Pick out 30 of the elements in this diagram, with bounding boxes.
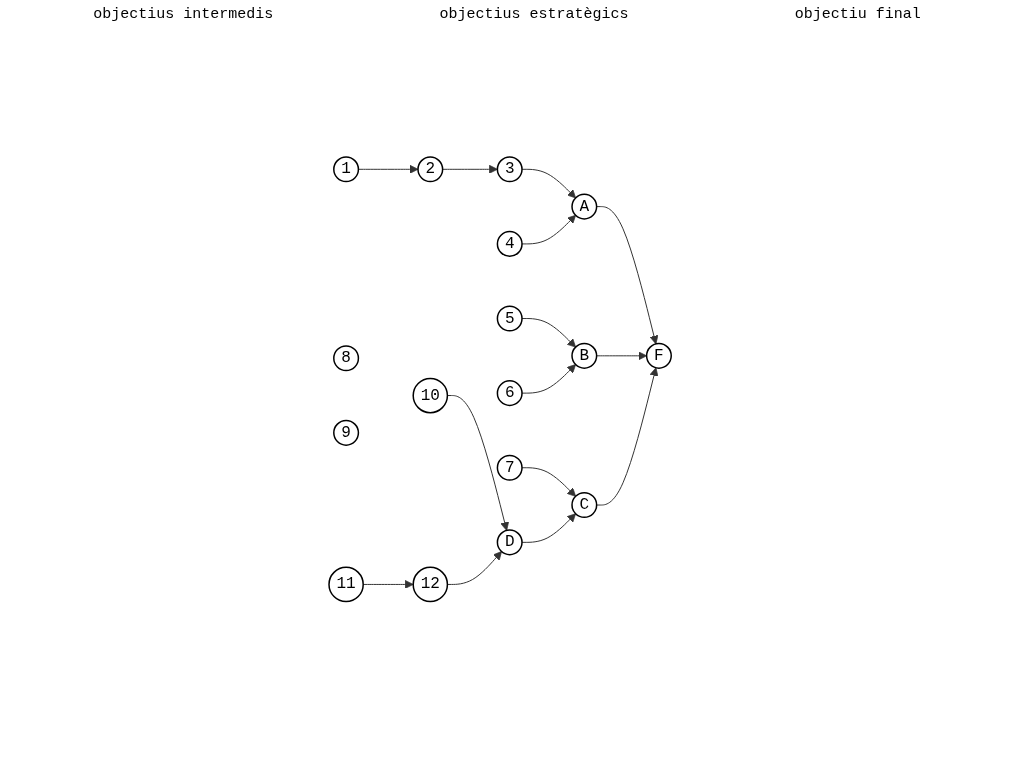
node-circle: 11: [328, 566, 364, 602]
arrow: [521, 466, 576, 497]
node-circle: 3: [496, 155, 523, 183]
node-circle: 6: [496, 379, 523, 406]
node-circle: F: [645, 342, 672, 369]
node-circle: A: [571, 193, 598, 220]
arrow: [596, 351, 647, 360]
arrow: [521, 168, 576, 199]
node-circle: 4: [496, 230, 523, 257]
node-circle: 5: [496, 305, 523, 332]
arrow: [521, 317, 576, 348]
node-circle: 9: [332, 419, 360, 446]
arrow: [596, 367, 659, 506]
arrow: [596, 205, 659, 344]
arrow: [521, 363, 576, 394]
arrow: [442, 164, 498, 174]
arrow: [521, 513, 576, 543]
node-circle: 10: [412, 377, 449, 414]
node-circle: B: [571, 342, 598, 369]
node-circle: C: [571, 491, 598, 518]
column-heading: objectiu final: [794, 6, 921, 23]
node-circle: 2: [417, 155, 444, 183]
column-heading: objectius intermedis: [93, 6, 274, 23]
arrow: [521, 214, 576, 245]
column-heading: objectius estratègics: [439, 6, 629, 23]
node-circle: 7: [496, 454, 523, 481]
node-circle: D: [496, 529, 523, 556]
node-circle: 12: [412, 566, 449, 602]
node-circle: 8: [332, 344, 360, 371]
node-circle: 1: [332, 155, 360, 183]
